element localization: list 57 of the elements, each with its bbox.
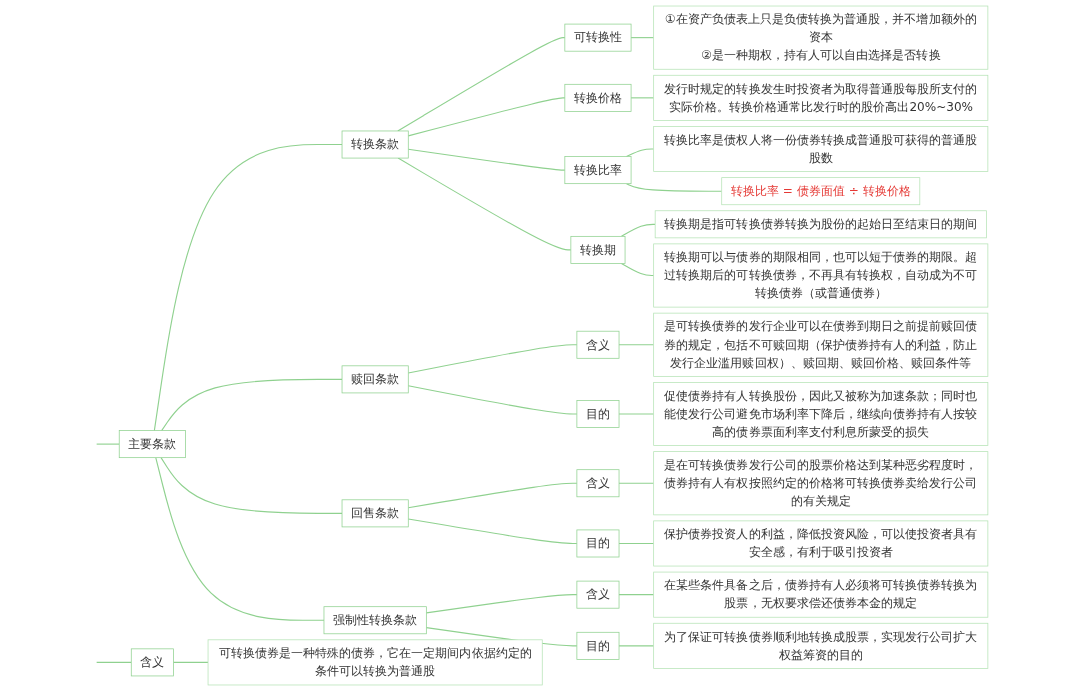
connector bbox=[620, 262, 655, 277]
node-box: 转换期可以与债券的期限相同，也可以短于债券的期限。超过转换期后的可转换债券，不再具有转换权，自动成为不可转换债券（或普通债券） bbox=[653, 243, 989, 308]
node-box: 转换比率是债权人将一份债券转换成普通股可获得的普通股股数 bbox=[653, 126, 989, 172]
connector bbox=[160, 457, 343, 514]
node-box: 转换比率 = 债券面值 ÷ 转换价格 bbox=[721, 177, 921, 206]
node-box: 含义 bbox=[576, 580, 620, 609]
node-box: 强制性转换条款 bbox=[323, 606, 427, 635]
node-box: 目的 bbox=[576, 631, 620, 660]
node-box: 回售条款 bbox=[341, 499, 409, 528]
connector bbox=[96, 661, 132, 663]
node-box: 目的 bbox=[576, 529, 620, 558]
node-box: ①在资产负债表上只是负债转换为普通股，并不增加额外的资本 ②是一种期权，持有人可以自由选择是否转换 bbox=[653, 5, 989, 70]
node-box: 可转换债券是一种特殊的债券，它在一定期间内依据约定的条件可以转换为普通股 bbox=[207, 639, 543, 686]
node-box: 赎回条款 bbox=[341, 365, 409, 394]
node-box: 为了保证可转换债券顺利地转换成股票，实现发行公司扩大权益筹资的目的 bbox=[653, 622, 989, 669]
connector bbox=[630, 97, 655, 99]
node-box: 转换期是指可转换债券转换为股份的起始日至结束日的期间 bbox=[654, 210, 987, 239]
node-box: 转换比率 bbox=[564, 156, 632, 185]
connector bbox=[161, 378, 343, 432]
node-box: 发行时规定的转换发生时投资者为取得普通股每股所支付的实际价格。转换价格通常比发行时的股价高出20%~30% bbox=[653, 74, 989, 121]
node-box: 转换条款 bbox=[341, 130, 409, 159]
node-box: 目的 bbox=[576, 400, 620, 428]
connector bbox=[620, 223, 656, 237]
connector bbox=[172, 661, 209, 663]
node-box: 在某些条件具备之后，债券持有人必须将可转换债券转换为股票，无权要求偿还债券本金的规定 bbox=[653, 571, 989, 618]
node-box: 含义 bbox=[576, 330, 620, 359]
connector bbox=[618, 542, 655, 545]
connector bbox=[397, 37, 566, 132]
node-box: 主要条款 bbox=[118, 430, 186, 459]
connector bbox=[407, 148, 566, 171]
connector bbox=[407, 344, 578, 374]
connector bbox=[407, 97, 566, 137]
connector bbox=[425, 594, 578, 614]
node-box: 含义 bbox=[130, 648, 174, 677]
node-box: 含义 bbox=[576, 469, 620, 498]
connector bbox=[625, 148, 655, 158]
node-box: 转换期 bbox=[570, 236, 626, 264]
connector bbox=[630, 37, 655, 39]
node-box: 转换价格 bbox=[564, 83, 632, 112]
connector bbox=[618, 413, 655, 415]
node-box: 是可转换债券的发行企业可以在债券到期日之前提前赎回债券的规定，包括不可赎回期（保护债券持有人的利益，防止发行企业滥用赎回权）、赎回期、赎回价格、赎回条件等 bbox=[653, 312, 989, 377]
node-box: 可转换性 bbox=[564, 23, 632, 52]
connector bbox=[407, 482, 578, 509]
connector bbox=[618, 344, 655, 346]
connector bbox=[96, 443, 120, 445]
connector bbox=[618, 482, 655, 484]
connector bbox=[618, 594, 655, 596]
connector bbox=[407, 518, 578, 545]
connector bbox=[407, 385, 578, 415]
connector bbox=[155, 457, 325, 621]
connector bbox=[397, 157, 572, 251]
connector bbox=[618, 645, 655, 647]
connector bbox=[153, 143, 343, 432]
node-box: 保护债券投资人的利益，降低投资风险，可以使投资者具有安全感，有利于吸引投资者 bbox=[653, 520, 989, 567]
node-box: 促使债券持有人转换股份，因此又被称为加速条款；同时也能使发行公司避免市场利率下降后，继续向债券持有人按较高的债券票面利率支付利息所蒙受的损失 bbox=[653, 382, 989, 446]
connector bbox=[625, 183, 723, 192]
node-box: 是在可转换债券发行公司的股票价格达到某种恶劣程度时，债券持有人有权按照约定的价格将可转换债券卖给发行公司的有关规定 bbox=[653, 451, 989, 516]
